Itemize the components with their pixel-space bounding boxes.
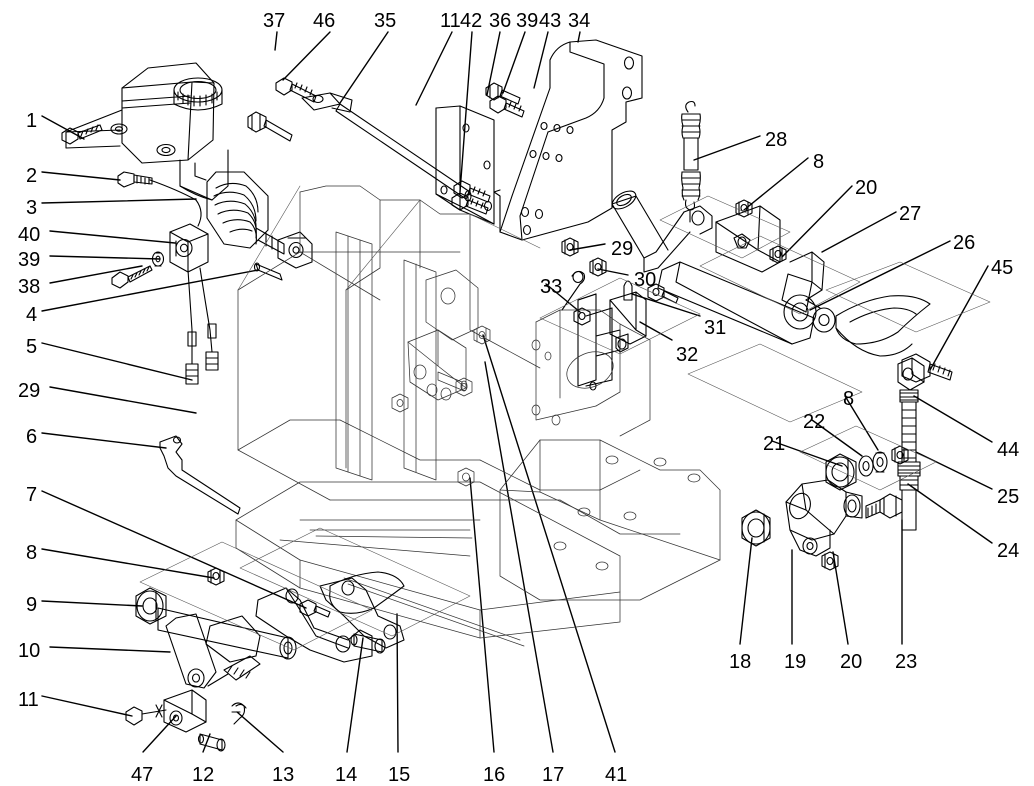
callout-7: 7 xyxy=(26,484,38,506)
callout-22: 22 xyxy=(803,411,826,433)
callout-29-mid: 29 xyxy=(611,238,634,260)
callout-21: 21 xyxy=(763,433,786,455)
callout-47: 47 xyxy=(131,764,154,786)
callout-20-bottom: 20 xyxy=(840,651,863,673)
callout-2: 2 xyxy=(26,165,38,187)
callout-36: 36 xyxy=(489,10,512,32)
phantom-construction-lines xyxy=(139,185,991,651)
callout-8-left: 8 xyxy=(26,542,38,564)
callout-12: 12 xyxy=(192,764,215,786)
callout-28: 28 xyxy=(765,129,788,151)
bracket-34 xyxy=(493,39,643,241)
callout-30: 30 xyxy=(634,269,657,291)
callout-42: 42 xyxy=(460,10,483,32)
callout-14: 14 xyxy=(335,764,358,786)
callout-44: 44 xyxy=(997,439,1020,461)
callout-40: 40 xyxy=(18,224,41,246)
callout-16: 16 xyxy=(483,764,506,786)
callout-27: 27 xyxy=(899,203,922,225)
callout-4: 4 xyxy=(26,304,38,326)
callout-34: 34 xyxy=(568,10,591,32)
callout-39-left: 39 xyxy=(18,249,41,271)
callout-46: 46 xyxy=(313,10,336,32)
linkage-lower-right xyxy=(741,353,953,571)
callout-25: 25 xyxy=(997,486,1020,508)
callout-1: 1 xyxy=(26,110,38,132)
callout-39-top: 39 xyxy=(516,10,539,32)
callout-15: 15 xyxy=(388,764,411,786)
callout-8-lower-right: 8 xyxy=(843,388,855,410)
callout-24: 24 xyxy=(997,540,1020,562)
callout-8-upper-right: 8 xyxy=(813,151,825,173)
callout-38: 38 xyxy=(18,276,41,298)
callout-19: 19 xyxy=(784,651,807,673)
callout-5: 5 xyxy=(26,336,38,358)
callout-13: 13 xyxy=(272,764,295,786)
callout-41: 41 xyxy=(605,764,628,786)
callout-10: 10 xyxy=(18,640,41,662)
callout-29-left: 29 xyxy=(18,380,41,402)
callout-43: 43 xyxy=(539,10,562,32)
master-cylinder-assembly xyxy=(61,62,313,385)
callout-11-left: 11 xyxy=(18,689,39,711)
callout-31: 31 xyxy=(704,317,727,339)
callout-45: 45 xyxy=(991,257,1014,279)
callout-26: 26 xyxy=(953,232,976,254)
callout-9: 9 xyxy=(26,594,38,616)
bracket-plate-left xyxy=(435,82,525,225)
callout-6: 6 xyxy=(26,426,38,448)
leader-lines xyxy=(41,31,993,753)
spring-28 xyxy=(681,100,701,223)
callout-3: 3 xyxy=(26,197,38,219)
callout-11-top: 11 xyxy=(440,10,461,32)
callout-17: 17 xyxy=(542,764,565,786)
callout-33: 33 xyxy=(540,276,563,298)
pedal-linkage-lower-left xyxy=(125,435,405,752)
callout-18: 18 xyxy=(729,651,752,673)
callout-32: 32 xyxy=(676,344,699,366)
callout-35: 35 xyxy=(374,10,397,32)
callout-20-upper-right: 20 xyxy=(855,177,878,199)
nut-bolt-rod-group xyxy=(247,77,472,202)
chassis-frame xyxy=(235,185,721,647)
callout-23: 23 xyxy=(895,651,918,673)
pedal-shaft-assembly xyxy=(611,190,931,357)
callout-37: 37 xyxy=(263,10,286,32)
